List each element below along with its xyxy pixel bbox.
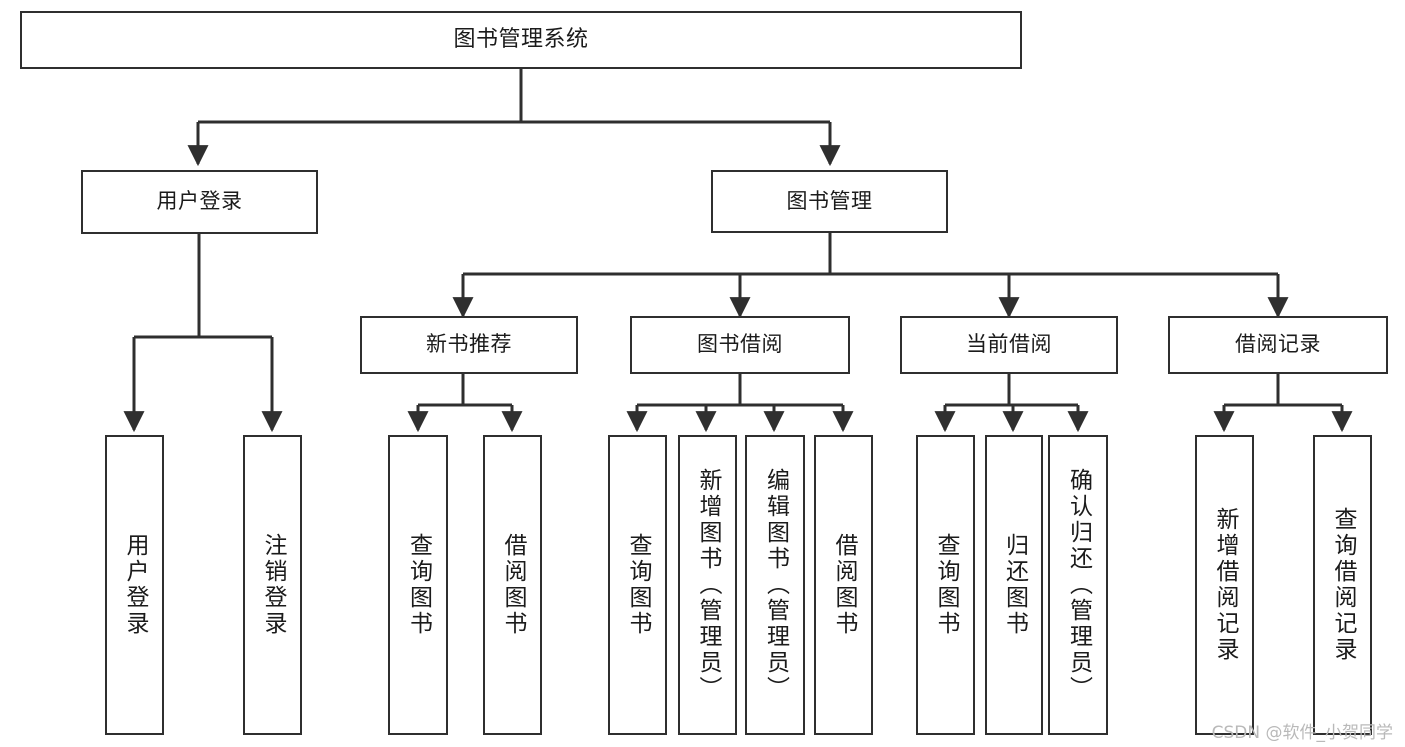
leaf-new-book-query[interactable]: 查询图书 xyxy=(388,435,448,735)
leaf-current-query-book[interactable]: 查询图书 xyxy=(916,435,975,735)
node-book-management[interactable]: 图书管理 xyxy=(711,170,948,233)
leaf-record-query[interactable]: 查询借阅记录 xyxy=(1313,435,1372,735)
node-borrow-record[interactable]: 借阅记录 xyxy=(1168,316,1388,374)
node-label: 编辑图书（管理员） xyxy=(762,468,789,702)
leaf-new-book-borrow[interactable]: 借阅图书 xyxy=(483,435,542,735)
node-label: 借阅记录 xyxy=(1235,332,1321,357)
leaf-current-confirm-return[interactable]: 确认归还（管理员） xyxy=(1048,435,1108,735)
node-label: 新增借阅记录 xyxy=(1212,507,1238,663)
node-label: 确认归还（管理员） xyxy=(1065,468,1092,702)
leaf-user-login-signin[interactable]: 用户登录 xyxy=(105,435,164,735)
leaf-record-add[interactable]: 新增借阅记录 xyxy=(1195,435,1254,735)
node-label: 查询图书 xyxy=(625,533,651,637)
node-label: 查询图书 xyxy=(933,533,959,637)
node-label: 图书借阅 xyxy=(697,332,783,357)
node-label: 借阅图书 xyxy=(831,533,857,637)
node-label: 新增图书（管理员） xyxy=(695,468,721,702)
node-label: 新书推荐 xyxy=(426,332,512,357)
node-root-system[interactable]: 图书管理系统 xyxy=(20,11,1022,69)
node-label: 当前借阅 xyxy=(966,332,1052,357)
node-label: 查询借阅记录 xyxy=(1330,507,1356,663)
leaf-borrow-add-book[interactable]: 新增图书（管理员） xyxy=(678,435,737,735)
node-label: 借阅图书 xyxy=(500,533,526,637)
node-current-borrow[interactable]: 当前借阅 xyxy=(900,316,1118,374)
node-user-login[interactable]: 用户登录 xyxy=(81,170,318,234)
node-label: 注销登录 xyxy=(260,533,286,637)
leaf-borrow-edit-book[interactable]: 编辑图书（管理员） xyxy=(745,435,805,735)
node-new-book-recommend[interactable]: 新书推荐 xyxy=(360,316,578,374)
node-label: 用户登录 xyxy=(156,189,243,214)
node-label: 图书管理 xyxy=(786,188,873,213)
node-label: 查询图书 xyxy=(405,533,432,637)
node-book-borrow[interactable]: 图书借阅 xyxy=(630,316,850,374)
leaf-current-return-book[interactable]: 归还图书 xyxy=(985,435,1043,735)
node-label: 图书管理系统 xyxy=(453,26,589,52)
leaf-borrow-borrow-book[interactable]: 借阅图书 xyxy=(814,435,873,735)
leaf-user-login-signout[interactable]: 注销登录 xyxy=(243,435,302,735)
node-label: 用户登录 xyxy=(122,533,148,637)
node-label: 归还图书 xyxy=(1001,533,1028,637)
leaf-borrow-query-book[interactable]: 查询图书 xyxy=(608,435,667,735)
